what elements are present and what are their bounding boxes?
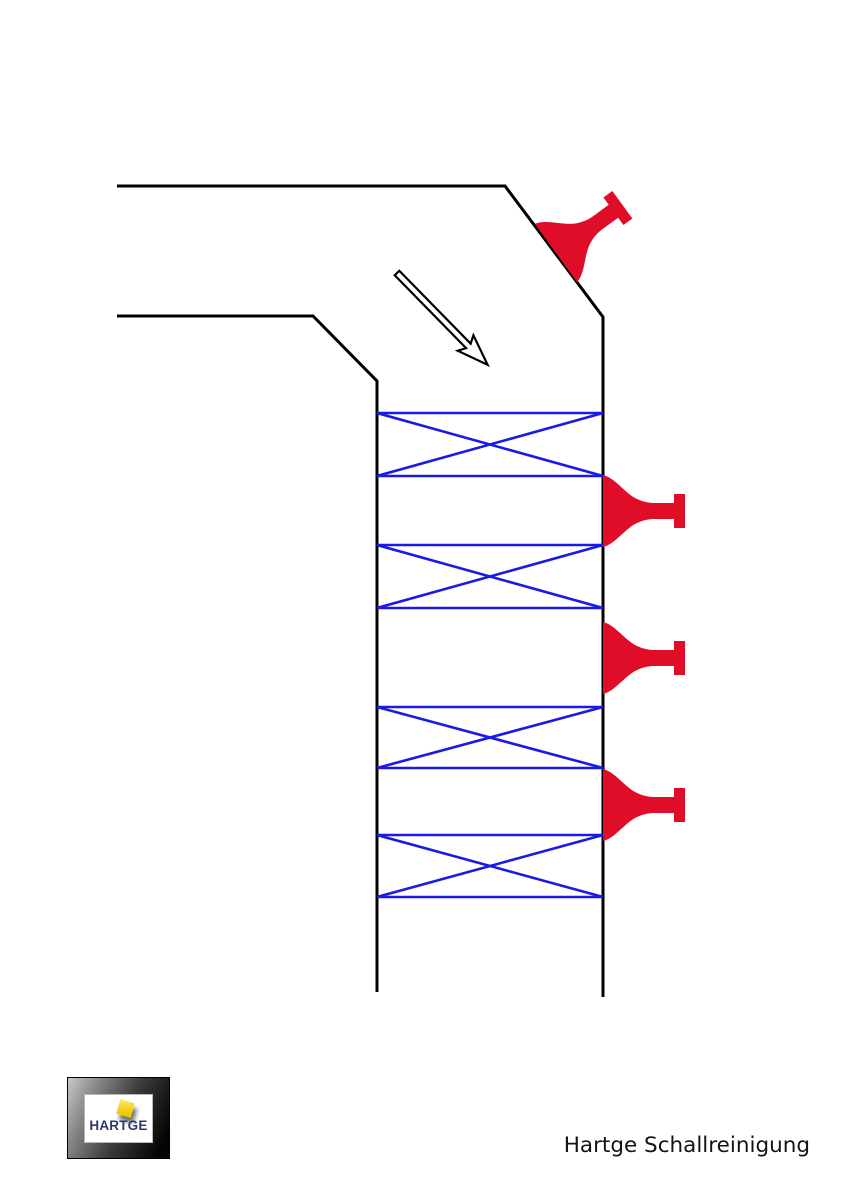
- speaker-horn-icon-4: [603, 769, 685, 841]
- logo-yellow-square-icon: [116, 1099, 135, 1118]
- speaker-horn-icon-3: [603, 622, 685, 694]
- baffle-section-3: [376, 705, 604, 770]
- baffle-section-2: [376, 543, 604, 610]
- logo-text: HARTGE: [89, 1118, 148, 1133]
- logo-card: HARTGE: [84, 1094, 153, 1143]
- baffle-section-4: [376, 833, 604, 899]
- speaker-horn-icon-2: [603, 475, 685, 547]
- footer-caption: Hartge Schallreinigung: [563, 1133, 810, 1158]
- hartge-logo: HARTGE: [67, 1077, 170, 1159]
- flow-direction-arrow-icon: [393, 269, 490, 368]
- duct-wall-outer: [117, 184, 605, 997]
- baffle-section-1: [376, 411, 604, 478]
- speaker-horn-icon-1: [534, 191, 633, 283]
- duct-wall-inner: [117, 314, 379, 992]
